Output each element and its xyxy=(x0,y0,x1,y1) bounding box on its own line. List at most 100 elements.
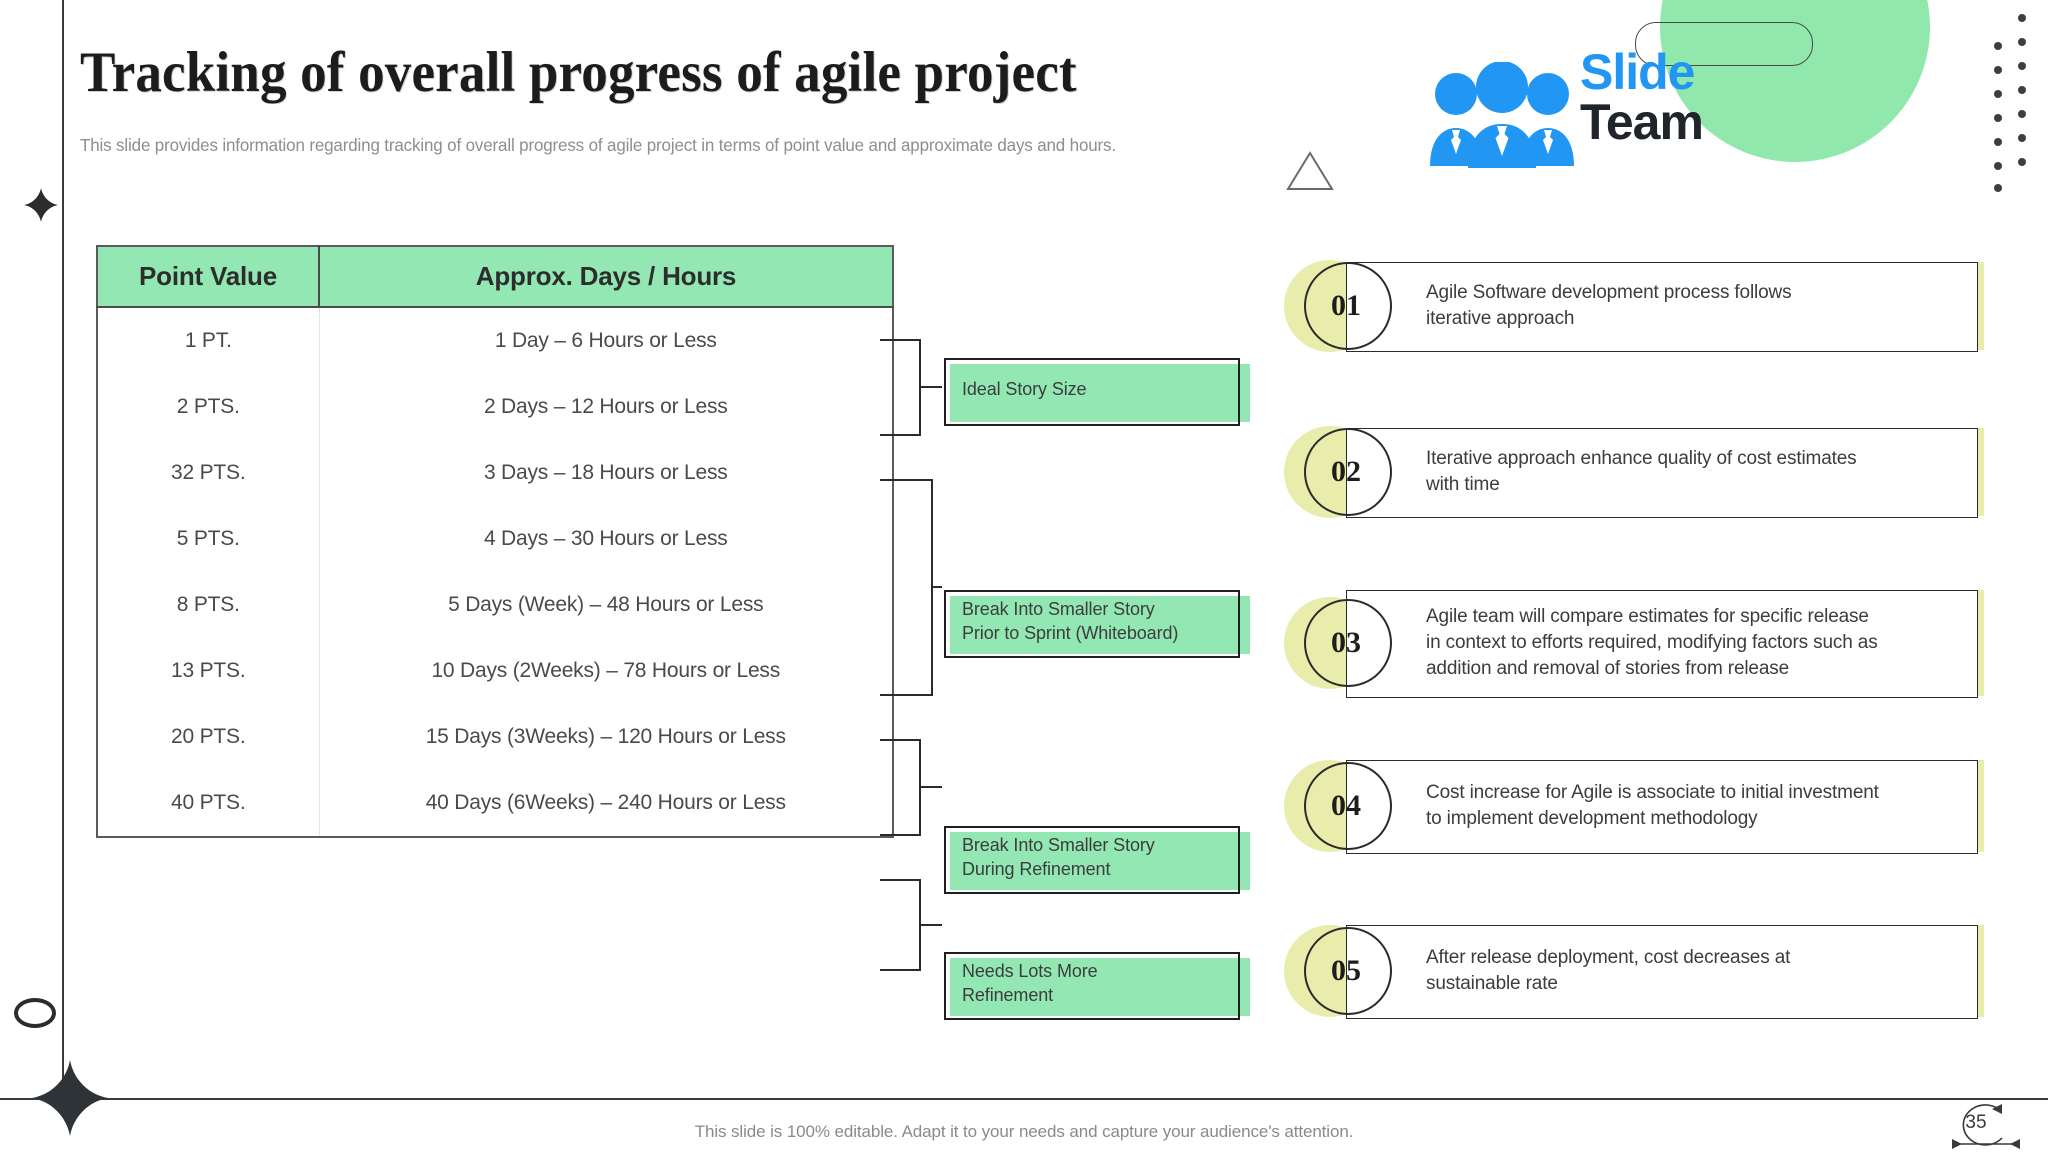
triangle-decoration-icon xyxy=(1285,150,1335,192)
slideteam-logo: Slide Team xyxy=(1428,47,1790,183)
item-line-2: iterative approach xyxy=(1426,308,1575,329)
item-line-1: Agile Software development process follo… xyxy=(1426,281,1792,303)
bottom-frame-line xyxy=(0,1098,2048,1100)
ring-decoration-icon xyxy=(14,998,56,1028)
cell-point-value: 5 PTS. xyxy=(97,506,320,572)
footer-note: This slide is 100% editable. Adapt it to… xyxy=(694,1122,1354,1141)
cell-approx-days-hours: 10 Days (2Weeks) – 78 Hours or Less xyxy=(431,659,781,682)
number-badge-outline xyxy=(1304,927,1392,1015)
callout-fill xyxy=(950,958,1250,1016)
callout-text: Needs Lots More Refinement xyxy=(962,952,1232,1016)
dot-grid-decoration xyxy=(1974,10,2034,200)
item-number: 04 xyxy=(1331,789,1361,822)
cell-approx-days-hours: 2 Days – 12 Hours or Less xyxy=(483,395,728,418)
page-title: Tracking of overall progress of agile pr… xyxy=(80,41,1077,104)
number-badge-outline xyxy=(1304,762,1392,850)
logo-wordmark: Slide Team xyxy=(1580,47,1790,150)
item-number: 03 xyxy=(1331,626,1361,659)
page-badge-icon xyxy=(1928,1094,2032,1152)
item-panel xyxy=(1346,925,1978,1019)
logo-word-team: Team xyxy=(1580,94,1704,150)
table-row: 40 PTS. 40 Days (6Weeks) – 240 Hours or L… xyxy=(97,770,893,837)
table-row: 5 PTS. 4 Days – 30 Hours or Less xyxy=(97,506,893,572)
column-header-approx-days-hours: Approx. Days / Hours xyxy=(319,246,893,308)
callout-break-during-refinement: Break Into Smaller Story During Refineme… xyxy=(944,826,1250,894)
item-line-1: After release deployment, cost decreases… xyxy=(1426,946,1791,968)
item-panel xyxy=(1346,760,1978,854)
item-text: Iterative approach enhance quality of co… xyxy=(1426,428,1956,516)
cell-point-value: 8 PTS. xyxy=(97,572,320,638)
number-badge-outline xyxy=(1304,599,1392,687)
point-value-table: Point Value Approx. Days / Hours 1 PT.1 … xyxy=(96,245,894,838)
cell-approx-days-hours: 40 Days (6Weeks) – 240 Hours or Less xyxy=(425,791,786,814)
callout-text: Ideal Story Size xyxy=(962,358,1232,422)
item-line-2: in context to efforts required, modifyin… xyxy=(1426,631,1878,653)
table-row: 32 PTS. 3 Days – 18 Hours or Less xyxy=(97,440,893,506)
callout-line-2: During Refinement xyxy=(962,859,1111,879)
callout-text: Break Into Smaller Story During Refineme… xyxy=(962,826,1232,890)
callout-line-1: Needs Lots More xyxy=(962,961,1098,982)
callout-text: Break Into Smaller Story Prior to Sprint… xyxy=(962,590,1232,654)
cell-approx-days-hours: 3 Days – 18 Hours or Less xyxy=(483,461,728,484)
callout-outline xyxy=(944,826,1240,894)
left-frame-line xyxy=(62,0,64,1100)
callout-line-1: Ideal Story Size xyxy=(962,379,1087,400)
cell-point-value: 20 PTS. xyxy=(97,704,320,770)
table-row: 13 PTS. 10 Days (2Weeks) – 78 Hours or Le… xyxy=(97,638,893,704)
item-line-1: Agile team will compare estimates for sp… xyxy=(1426,605,1869,627)
cell-approx-days-hours: 5 Days (Week) – 48 Hours or Less xyxy=(448,593,764,616)
item-text: Agile Software development process follo… xyxy=(1426,262,1956,350)
callout-outline xyxy=(944,358,1240,426)
callout-fill xyxy=(950,832,1250,890)
callout-line-1: Break Into Smaller Story xyxy=(962,599,1155,620)
page-number: 35 xyxy=(1965,1112,1987,1133)
item-panel xyxy=(1346,262,1978,352)
number-badge-outline xyxy=(1304,428,1392,516)
item-number: 05 xyxy=(1331,954,1361,987)
item-panel xyxy=(1346,428,1978,518)
pill-outline-decoration xyxy=(1635,22,1813,66)
number-badge-outline xyxy=(1304,262,1392,350)
cell-point-value: 32 PTS. xyxy=(97,440,320,506)
item-number: 02 xyxy=(1331,455,1361,488)
item-text: Cost increase for Agile is associate to … xyxy=(1426,760,1956,852)
people-group-icon xyxy=(1428,61,1576,170)
callout-fill xyxy=(950,596,1250,654)
callout-outline xyxy=(944,590,1240,658)
insight-item-04: 04 Cost increase for Agile is associate … xyxy=(1284,760,1984,854)
item-line-2: sustainable rate xyxy=(1426,973,1558,994)
table-body: 1 PT. 1 Day – 6 Hours or Less 2 PTS. 2 Days… xyxy=(97,307,893,837)
cell-approx-days-hours: 1 Day – 6 Hours or Less xyxy=(494,329,717,352)
item-line-2: to implement development methodology xyxy=(1426,808,1758,829)
cell-point-value: 1 PT. xyxy=(97,307,320,374)
callout-line-2: Prior to Sprint (Whiteboard) xyxy=(962,623,1179,643)
callout-fill xyxy=(950,364,1250,422)
bracket-connectors xyxy=(880,245,1080,1045)
plus-sparkle-icon xyxy=(24,188,58,222)
table-row: 8 PTS. 5 Days (Week) – 48 Hours or Less xyxy=(97,572,893,638)
four-point-star-icon xyxy=(32,1060,108,1136)
callout-outline xyxy=(944,952,1240,1020)
item-line-2: with time xyxy=(1426,474,1500,495)
table-row: 1 PT. 1 Day – 6 Hours or Less xyxy=(97,307,893,374)
cell-point-value: 13 PTS. xyxy=(97,638,320,704)
insight-item-05: 05 After release deployment, cost decrea… xyxy=(1284,925,1984,1019)
insight-item-01: 01 Agile Software development process fo… xyxy=(1284,260,1984,352)
cell-approx-days-hours: 15 Days (3Weeks) – 120 Hours or Less xyxy=(425,725,786,748)
item-text: After release deployment, cost decreases… xyxy=(1426,925,1956,1017)
callout-line-1: Break Into Smaller Story xyxy=(962,835,1155,856)
column-header-point-value: Point Value xyxy=(97,246,320,308)
item-number: 01 xyxy=(1331,289,1361,322)
callout-needs-lots-more-refinement: Needs Lots More Refinement xyxy=(944,952,1250,1020)
table-header-row: Point Value Approx. Days / Hours xyxy=(97,246,893,308)
page-subtitle: This slide provides information regardin… xyxy=(80,135,1116,155)
insight-item-02: 02 Iterative approach enhance quality of… xyxy=(1284,426,1984,518)
insight-item-03: 03 Agile team will compare estimates for… xyxy=(1284,590,1984,698)
item-line-1: Iterative approach enhance quality of co… xyxy=(1426,447,1857,469)
cell-point-value: 2 PTS. xyxy=(97,374,320,440)
callout-line-2: Refinement xyxy=(962,985,1054,1005)
cell-point-value: 40 PTS. xyxy=(97,770,320,837)
cell-approx-days-hours: 4 Days – 30 Hours or Less xyxy=(483,527,728,550)
item-line-3: addition and removal of stories from rel… xyxy=(1426,658,1790,680)
